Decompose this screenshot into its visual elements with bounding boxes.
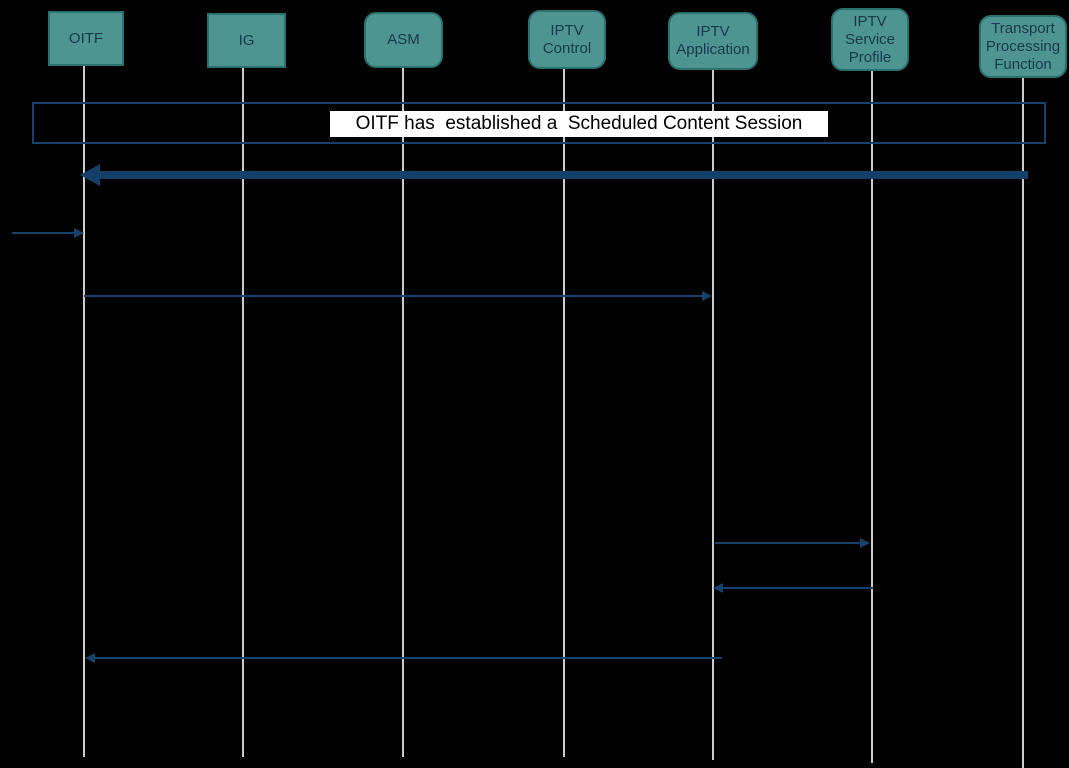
message-arrow-2-arrowhead-icon [74,228,84,238]
message-arrow-4-arrowhead-icon [860,538,870,548]
message-arrow-3-arrowhead-icon [702,291,712,301]
lifeline-oitf [83,66,85,757]
message-arrow-1-arrowhead-icon [80,164,100,186]
lifeline-iptv-service-profile [871,71,873,763]
lifeline-iptv-control [563,69,565,757]
session-frame [32,102,1046,144]
lifeline-asm [402,68,404,757]
lifeline-iptv-application [712,70,714,760]
message-arrow-6-arrowhead-icon [85,653,95,663]
message-arrow-3-shaft [84,295,702,297]
message-arrow-1-shaft [98,171,1028,179]
message-arrow-5-shaft [723,587,873,589]
lifeline-transport-processing-function [1022,78,1024,768]
actor-box-ig: IG [207,13,286,68]
message-arrow-2-shaft [12,232,74,234]
actor-box-iptv-service-profile: IPTV Service Profile [831,8,909,71]
actor-box-iptv-application: IPTV Application [668,12,758,70]
actor-box-asm: ASM [364,12,443,68]
actor-box-transport-processing-function: Transport Processing Function [979,15,1067,78]
actor-box-oitf: OITF [48,11,124,66]
message-arrow-5-arrowhead-icon [713,583,723,593]
message-arrow-6-shaft [95,657,722,659]
message-arrow-4-shaft [715,542,860,544]
actor-box-iptv-control: IPTV Control [528,10,606,69]
banner-label: OITF has established a Scheduled Content… [330,111,828,137]
lifeline-ig [242,68,244,757]
